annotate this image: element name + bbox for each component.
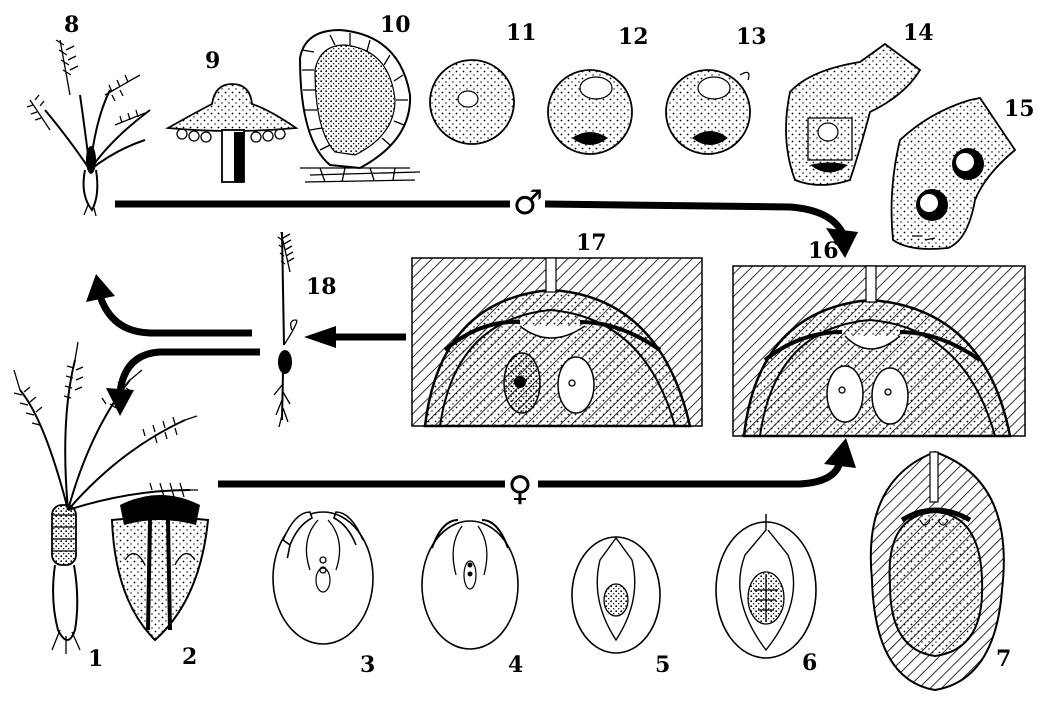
male-flow-arrow xyxy=(115,200,858,258)
stage-label-11: 11 xyxy=(506,20,537,46)
microsporangium-10 xyxy=(298,28,421,183)
stage-label-3: 3 xyxy=(360,652,375,678)
stage-label-8: 8 xyxy=(64,12,79,38)
pollen-grain-12 xyxy=(547,69,633,155)
fertilization-chamber-17 xyxy=(411,257,703,428)
stage-label-4: 4 xyxy=(508,652,523,678)
stage-label-16: 16 xyxy=(808,238,839,264)
microspore-11 xyxy=(429,59,515,145)
megasporophyll-2 xyxy=(110,495,210,642)
archegonial-chamber-16 xyxy=(732,265,1026,438)
female-plant-1 xyxy=(13,341,198,654)
stage-label-15: 15 xyxy=(1004,96,1035,122)
stage-label-17: 17 xyxy=(576,230,607,256)
ovule-7 xyxy=(869,450,1005,692)
ovule-3 xyxy=(272,511,374,645)
stage-label-6: 6 xyxy=(802,650,817,676)
microsporophyll-9 xyxy=(165,83,299,183)
arrow-18-to-1 xyxy=(106,348,260,416)
stage-label-5: 5 xyxy=(655,652,670,678)
stage-label-7: 7 xyxy=(996,646,1011,672)
ovule-6 xyxy=(715,514,817,659)
stage-label-9: 9 xyxy=(205,48,220,74)
stage-label-10: 10 xyxy=(380,12,411,38)
stage-label-13: 13 xyxy=(736,24,767,50)
male-symbol: ♂ xyxy=(513,183,543,223)
ovule-5 xyxy=(571,536,661,654)
arrow-18-to-8 xyxy=(86,274,252,337)
stage-label-1: 1 xyxy=(88,646,103,672)
seedling-18 xyxy=(273,231,298,428)
female-symbol: ♀ xyxy=(508,469,533,509)
ovule-4 xyxy=(421,519,519,650)
pollen-grain-13 xyxy=(665,69,751,155)
pollen-tube-14 xyxy=(785,42,922,186)
stage-label-18: 18 xyxy=(306,274,337,300)
arrow-17-to-18 xyxy=(304,326,406,348)
stage-label-14: 14 xyxy=(903,20,934,46)
pollen-tube-15 xyxy=(890,96,1017,250)
stage-label-2: 2 xyxy=(182,644,197,670)
male-plant-8 xyxy=(26,39,151,217)
female-flow-arrow xyxy=(218,438,856,488)
stage-label-12: 12 xyxy=(618,24,649,50)
